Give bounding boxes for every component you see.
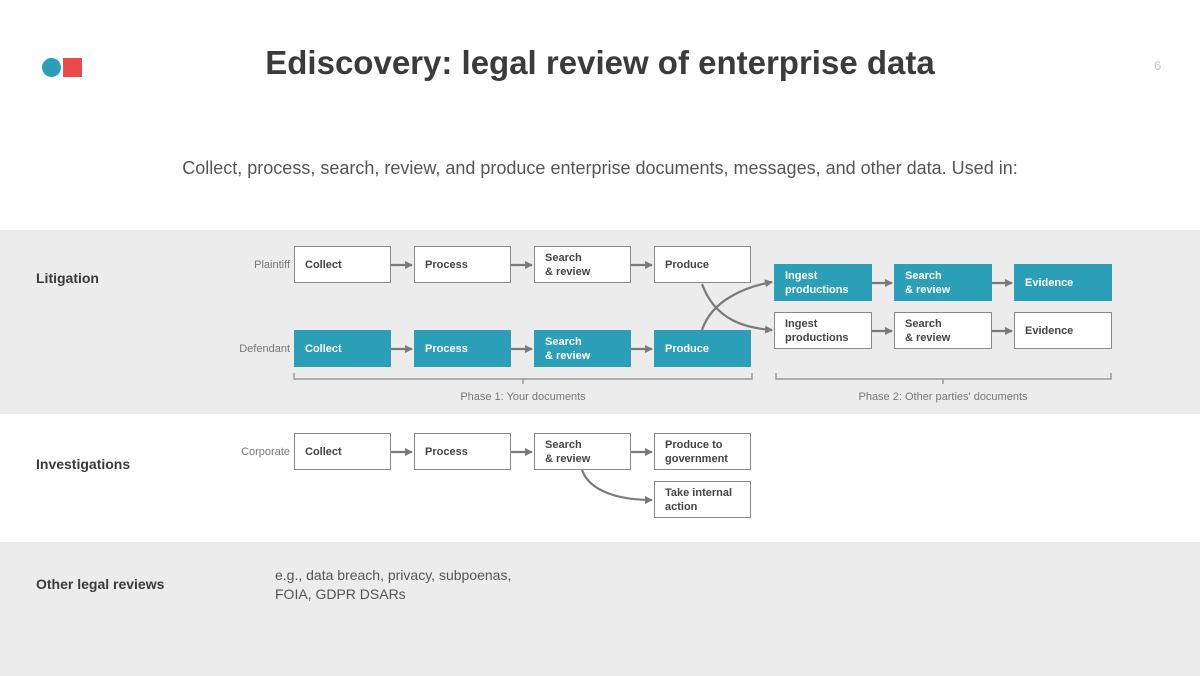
plaintiff-label: Plaintiff (254, 259, 290, 271)
inv-search-review-box: Search & review (534, 433, 631, 470)
inv-internal-action-box: Take internal action (654, 481, 751, 518)
other-band (0, 542, 1200, 676)
p2-top-ingest-box: Ingest productions (774, 264, 872, 301)
p2-bottom-evidence-box: Evidence (1014, 312, 1112, 349)
logo (42, 56, 86, 78)
inv-collect-box: Collect (294, 433, 391, 470)
phase1-label: Phase 1: Your documents (460, 391, 586, 403)
litigation-label: Litigation (36, 270, 99, 286)
inv-produce-government-box: Produce to government (654, 433, 751, 470)
other-reviews-label: Other legal reviews (36, 576, 165, 592)
defendant-collect-box: Collect (294, 330, 391, 367)
p2-bottom-ingest-box: Ingest productions (774, 312, 872, 349)
defendant-search-review-box: Search & review (534, 330, 631, 367)
plaintiff-produce-box: Produce (654, 246, 751, 283)
logo-circle (42, 58, 61, 77)
page-number: 6 (1154, 58, 1162, 73)
investigations-label: Investigations (36, 456, 131, 472)
logo-square (63, 58, 82, 77)
defendant-label: Defendant (239, 343, 290, 355)
plaintiff-collect-box: Collect (294, 246, 391, 283)
p2-top-evidence-box: Evidence (1014, 264, 1112, 301)
phase2-label: Phase 2: Other parties' documents (858, 391, 1028, 403)
other-reviews-examples: e.g., data breach, privacy, subpoenas, F… (275, 567, 512, 602)
inv-process-box: Process (414, 433, 511, 470)
corporate-label: Corporate (241, 446, 290, 458)
defendant-produce-box: Produce (654, 330, 751, 367)
p2-top-search-review-box: Search & review (894, 264, 992, 301)
plaintiff-process-box: Process (414, 246, 511, 283)
page-title: Ediscovery: legal review of enterprise d… (265, 44, 935, 81)
p2-bottom-search-review-box: Search & review (894, 312, 992, 349)
subtitle: Collect, process, search, review, and pr… (182, 158, 1018, 178)
plaintiff-search-review-box: Search & review (534, 246, 631, 283)
defendant-process-box: Process (414, 330, 511, 367)
